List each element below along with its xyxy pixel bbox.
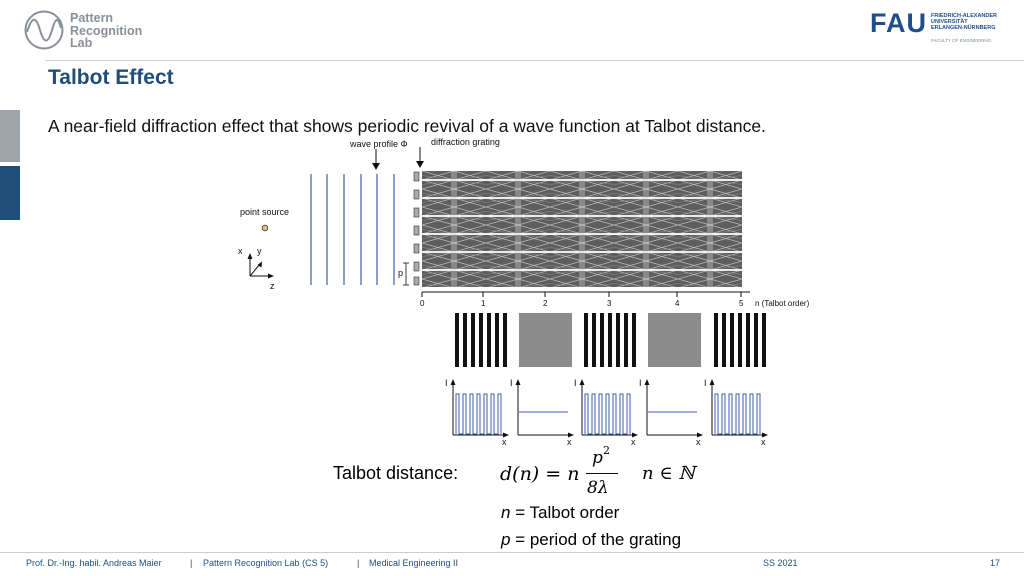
pattern-recognition-lab-logo <box>24 10 64 50</box>
position-axis-label: x <box>696 437 701 447</box>
legend-p: p = period of the grating <box>501 530 681 550</box>
intensity-axis-label: I <box>445 378 448 388</box>
intensity-plot-square-wave <box>579 379 638 438</box>
wave-profile-label: wave profile Φ <box>350 139 408 149</box>
fau-line: FRIEDRICH-ALEXANDER <box>931 13 997 19</box>
bullet-text: A near-field diffraction effect that sho… <box>48 116 766 136</box>
fau-line: ERLANGEN-NÜRNBERG <box>931 25 996 31</box>
period-bracket <box>403 262 409 286</box>
position-axis-label: x <box>567 437 572 447</box>
diffraction-grating-label: diffraction grating <box>431 137 500 147</box>
fau-faculty: FACULTY OF ENGINEERING <box>931 38 992 43</box>
footer-separator: | <box>190 558 193 568</box>
footer-author: Prof. Dr.-Ing. habil. Andreas Maier <box>26 558 162 568</box>
position-axis-label: x <box>502 437 507 447</box>
fau-logo-text: FRIEDRICH-ALEXANDER UNIVERSITÄT ERLANGEN… <box>931 13 997 31</box>
point-source-dot <box>261 224 269 232</box>
legend-p-symbol: p <box>501 530 511 549</box>
wave-fronts <box>310 174 395 285</box>
formula-exponent: 2 <box>603 444 610 457</box>
tick-label: 3 <box>607 299 612 308</box>
talbot-figure <box>247 147 768 438</box>
tick-label: 5 <box>739 299 744 308</box>
slide-title: Talbot Effect <box>48 66 174 89</box>
fraction-bar <box>586 473 618 474</box>
legend-n: n = Talbot order <box>501 503 619 523</box>
footer-lab: Pattern Recognition Lab (CS 5) <box>203 558 329 568</box>
axis-y-label: y <box>257 246 262 256</box>
point-source-label: point source <box>240 207 290 217</box>
intensity-plot-flat <box>515 379 574 438</box>
talbot-order-label: n (Talbot order) <box>755 299 810 308</box>
side-tab-inactive <box>0 110 20 162</box>
tick-label: 1 <box>481 299 486 308</box>
legend-n-symbol: n <box>501 503 511 522</box>
tick-label: 4 <box>675 299 680 308</box>
pattern-tile-stripes <box>713 313 767 367</box>
fau-logo-word: FAU <box>870 8 927 38</box>
pattern-tile-gray <box>519 313 572 367</box>
intensity-plot-flat <box>644 379 703 438</box>
legend-n-text: = Talbot order <box>510 503 620 522</box>
coordinate-axes-icon <box>247 253 274 279</box>
lab-name: Pattern Recognition Lab <box>70 12 142 50</box>
talbot-order-axis <box>421 291 750 297</box>
footer-page-number: 17 <box>990 558 1001 568</box>
talbot-distance-label: Talbot distance: <box>333 463 459 483</box>
arrow-head-icon <box>416 161 424 168</box>
intensity-axis-label: I <box>704 378 707 388</box>
period-label: p <box>398 268 404 278</box>
diffraction-grating <box>413 171 420 286</box>
formula-condition: n ∈ ℕ <box>642 463 695 484</box>
tick-label: 0 <box>420 299 425 308</box>
footer-separator: | <box>357 558 360 568</box>
intensity-axis-label: I <box>574 378 577 388</box>
pattern-tile-stripes <box>454 313 508 367</box>
tick-label: 2 <box>543 299 548 308</box>
pattern-tile-gray <box>648 313 701 367</box>
footer-divider <box>0 552 1024 553</box>
talbot-formula: d(n) = n p 2 8λ n ∈ ℕ <box>500 444 710 508</box>
footer-semester: SS 2021 <box>763 558 798 568</box>
header-divider <box>46 60 1024 61</box>
side-tab-active <box>0 166 20 220</box>
footer-course: Medical Engineering II <box>369 558 459 568</box>
intensity-axis-label: I <box>639 378 642 388</box>
intensity-axis-label: I <box>510 378 513 388</box>
lab-name-line: Recognition <box>70 23 143 38</box>
axis-z-label: z <box>270 281 275 291</box>
formula-lhs: d(n) = n <box>500 463 580 485</box>
axis-x-label: x <box>238 246 243 256</box>
arrow-head-icon <box>372 163 380 170</box>
fau-line: UNIVERSITÄT <box>931 19 968 25</box>
intensity-plot-square-wave <box>450 379 509 438</box>
lab-name-line: Lab <box>70 36 93 50</box>
formula-numerator: p <box>592 448 603 468</box>
legend-p-text: = period of the grating <box>510 530 682 549</box>
position-axis-label: x <box>631 437 636 447</box>
lab-name-line: Pattern <box>70 11 114 25</box>
intensity-plot-square-wave <box>709 379 768 438</box>
formula-denominator: 8λ <box>587 478 609 498</box>
pattern-tile-stripes <box>583 313 637 367</box>
position-axis-label: x <box>761 437 766 447</box>
talbot-carpet <box>422 171 742 287</box>
